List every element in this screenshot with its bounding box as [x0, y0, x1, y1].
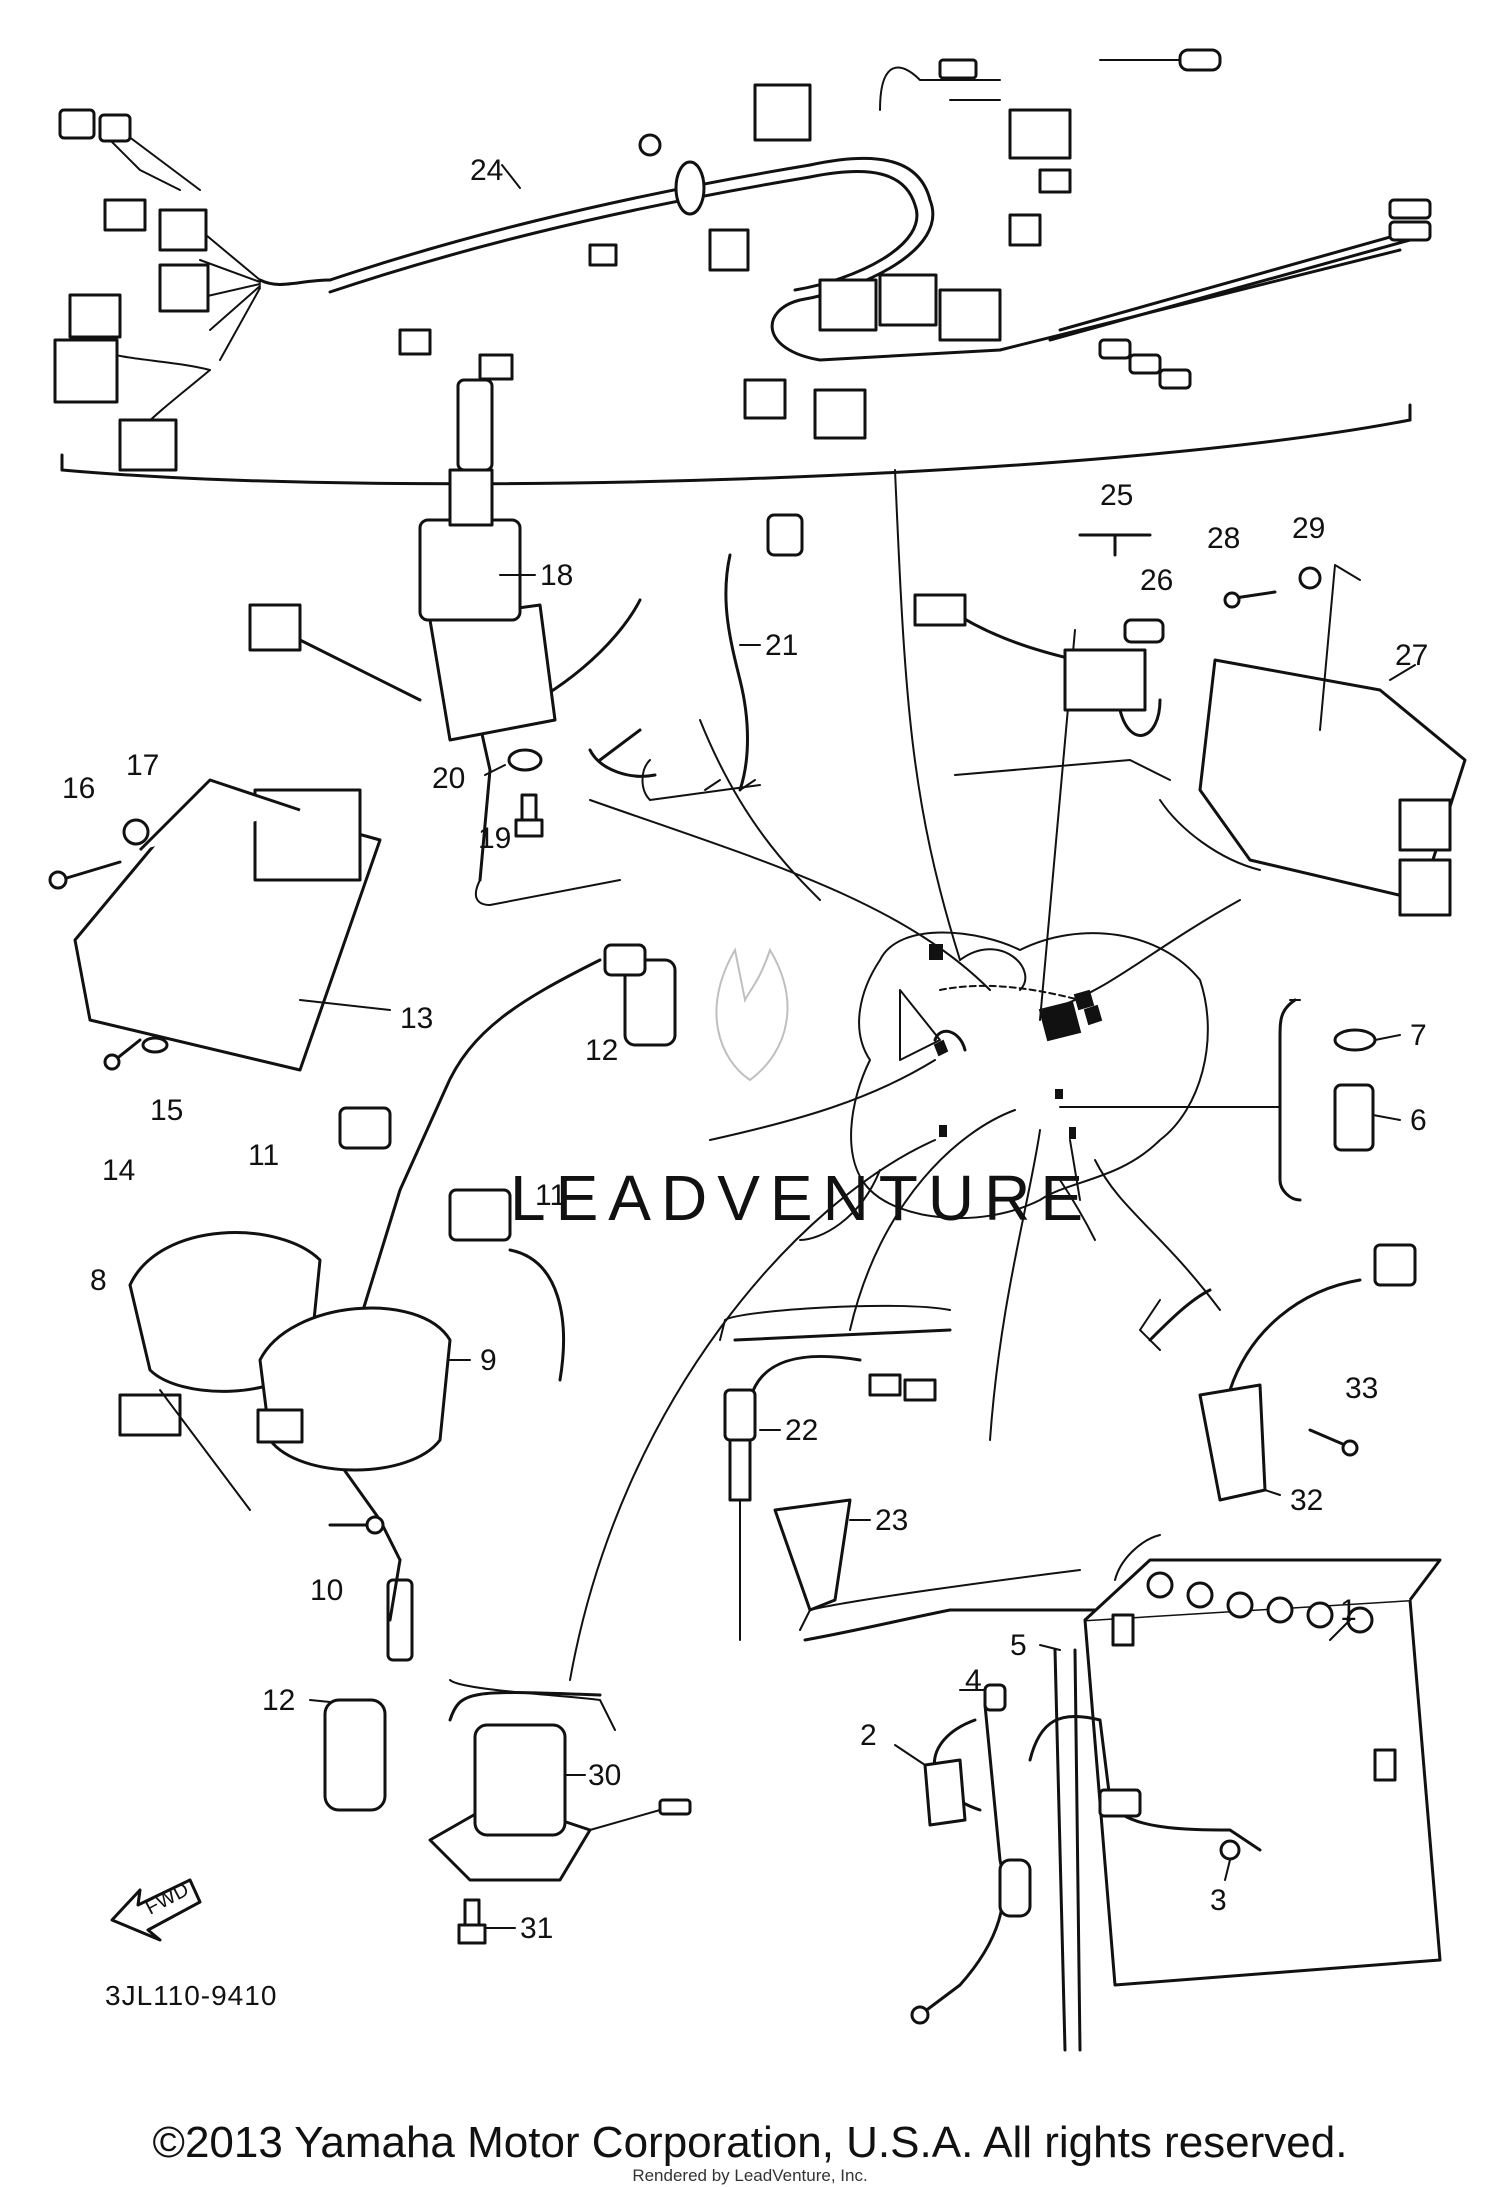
callout-24: 24 — [470, 154, 503, 187]
callout-12-bottom: 12 — [262, 1684, 295, 1717]
callout-2: 2 — [860, 1719, 877, 1752]
callout-16: 16 — [62, 772, 95, 805]
callout-21: 21 — [765, 629, 798, 662]
callout-15: 15 — [150, 1094, 183, 1127]
group-outlines — [449, 759, 1301, 1731]
washer-15: 15 — [141, 1036, 183, 1127]
switch-22: 22 — [723, 1328, 952, 1641]
washer-29: 29 — [1292, 512, 1361, 731]
relay-30: 30 — [428, 1691, 692, 1882]
bolt-19: 19 — [478, 793, 544, 855]
callout-4: 4 — [965, 1664, 982, 1697]
screw-33: 33 — [1308, 1372, 1378, 1457]
main-switch: 18 — [248, 378, 642, 882]
callout-31: 31 — [520, 1912, 553, 1945]
copyright-notice: ©2013 Yamaha Motor Corporation, U.S.A. A… — [152, 2118, 1348, 2167]
washer-17: 17 — [122, 749, 159, 846]
callout-18: 18 — [540, 559, 573, 592]
bolt-31: 31 — [457, 1898, 553, 1945]
screw-10: 10 — [310, 1515, 385, 1607]
frame-sketch — [799, 931, 1209, 1241]
washer-20: 20 — [432, 748, 543, 795]
callout-11-right: 11 — [535, 1179, 566, 1212]
callout-11-left: 11 — [248, 1139, 279, 1172]
coil-9: 9 — [256, 1306, 497, 1472]
screw-28: 28 — [1207, 522, 1277, 609]
callout-20: 20 — [432, 762, 465, 795]
callout-27: 27 — [1395, 639, 1428, 672]
callout-23: 23 — [875, 1504, 908, 1537]
callout-32: 32 — [1290, 1484, 1323, 1517]
callout-10: 10 — [310, 1574, 343, 1607]
callout-3: 3 — [1210, 1884, 1227, 1917]
callout-17: 17 — [126, 749, 159, 782]
callout-7: 7 — [1410, 1019, 1427, 1052]
fwd-arrow[interactable]: FWD — [110, 1878, 202, 1942]
callout-29: 29 — [1292, 512, 1325, 545]
watermark: LEADVENTURE — [510, 947, 1093, 1234]
callout-19: 19 — [478, 822, 511, 855]
callout-14: 14 — [102, 1154, 135, 1187]
callout-22: 22 — [785, 1414, 818, 1447]
bracket-23: 23 — [773, 1498, 908, 1612]
switch-6-7-group: 7 6 — [1278, 998, 1427, 1202]
sensor-21: 21 — [704, 513, 804, 792]
callout-8: 8 — [90, 1264, 107, 1297]
callout-30: 30 — [588, 1759, 621, 1792]
cdi-unit: 13 — [73, 778, 433, 1072]
seal-11-right: 11 — [448, 1179, 566, 1382]
callout-9: 9 — [480, 1344, 497, 1377]
screw-14: 14 — [102, 1038, 142, 1187]
switch-32: 32 — [1148, 1243, 1417, 1517]
callout-5: 5 — [1010, 1629, 1027, 1662]
callout-6: 6 — [1410, 1104, 1427, 1137]
cdi-box-27: 27 — [1198, 639, 1467, 917]
wire-harness: 24 — [53, 48, 1432, 486]
plug-cap-12-bottom: 12 — [262, 1558, 414, 1812]
callout-33: 33 — [1345, 1372, 1378, 1405]
starter-relay: 25 26 — [913, 479, 1173, 737]
watermark-text: LEADVENTURE — [510, 1162, 1093, 1234]
plug-cap-12-top: 12 — [328, 943, 677, 1562]
callout-26: 26 — [1140, 564, 1173, 597]
callout-12-top: 12 — [585, 1034, 618, 1067]
callout-28: 28 — [1207, 522, 1240, 555]
battery-group: 1 5 2 4 3 — [803, 1558, 1442, 2052]
seal-11-left: 11 — [248, 1106, 392, 1172]
callout-25: 25 — [1100, 479, 1133, 512]
callout-13: 13 — [400, 1002, 433, 1035]
rendered-by-notice: Rendered by LeadVenture, Inc. — [632, 2166, 868, 2185]
leader-lines — [569, 469, 1281, 1681]
diagram-code: 3JL110-9410 — [105, 1980, 277, 2011]
bolt-16: 16 — [48, 772, 122, 890]
callout-1: 1 — [1340, 1594, 1357, 1627]
